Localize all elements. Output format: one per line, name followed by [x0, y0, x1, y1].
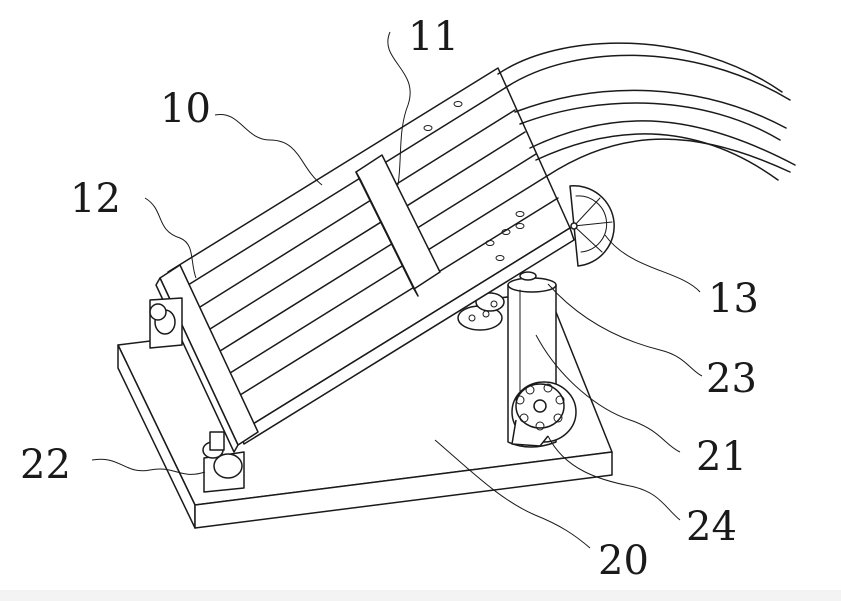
- leader-lines: [91, 31, 703, 549]
- adjust-knob: [511, 381, 577, 447]
- protractor: [569, 185, 615, 267]
- label-12: 12: [70, 176, 121, 222]
- bottom-strip: [0, 590, 841, 601]
- label-13: 13: [708, 276, 759, 322]
- label-11: 11: [408, 14, 459, 60]
- label-22: 22: [20, 442, 71, 488]
- reference-numerals: 10 11 12 13 20 21 22 23 24: [20, 14, 759, 584]
- sliding-clamp: [355, 154, 441, 297]
- label-20: 20: [598, 538, 649, 584]
- label-24: 24: [686, 504, 737, 550]
- curved-strips: [497, 42, 796, 181]
- pivot-hub: [457, 292, 505, 331]
- front-hinge: [202, 431, 245, 493]
- label-23: 23: [706, 356, 757, 402]
- inclined-frame: [167, 67, 575, 445]
- rear-hinge: [149, 297, 183, 349]
- label-21: 21: [696, 434, 747, 480]
- label-10: 10: [160, 86, 211, 132]
